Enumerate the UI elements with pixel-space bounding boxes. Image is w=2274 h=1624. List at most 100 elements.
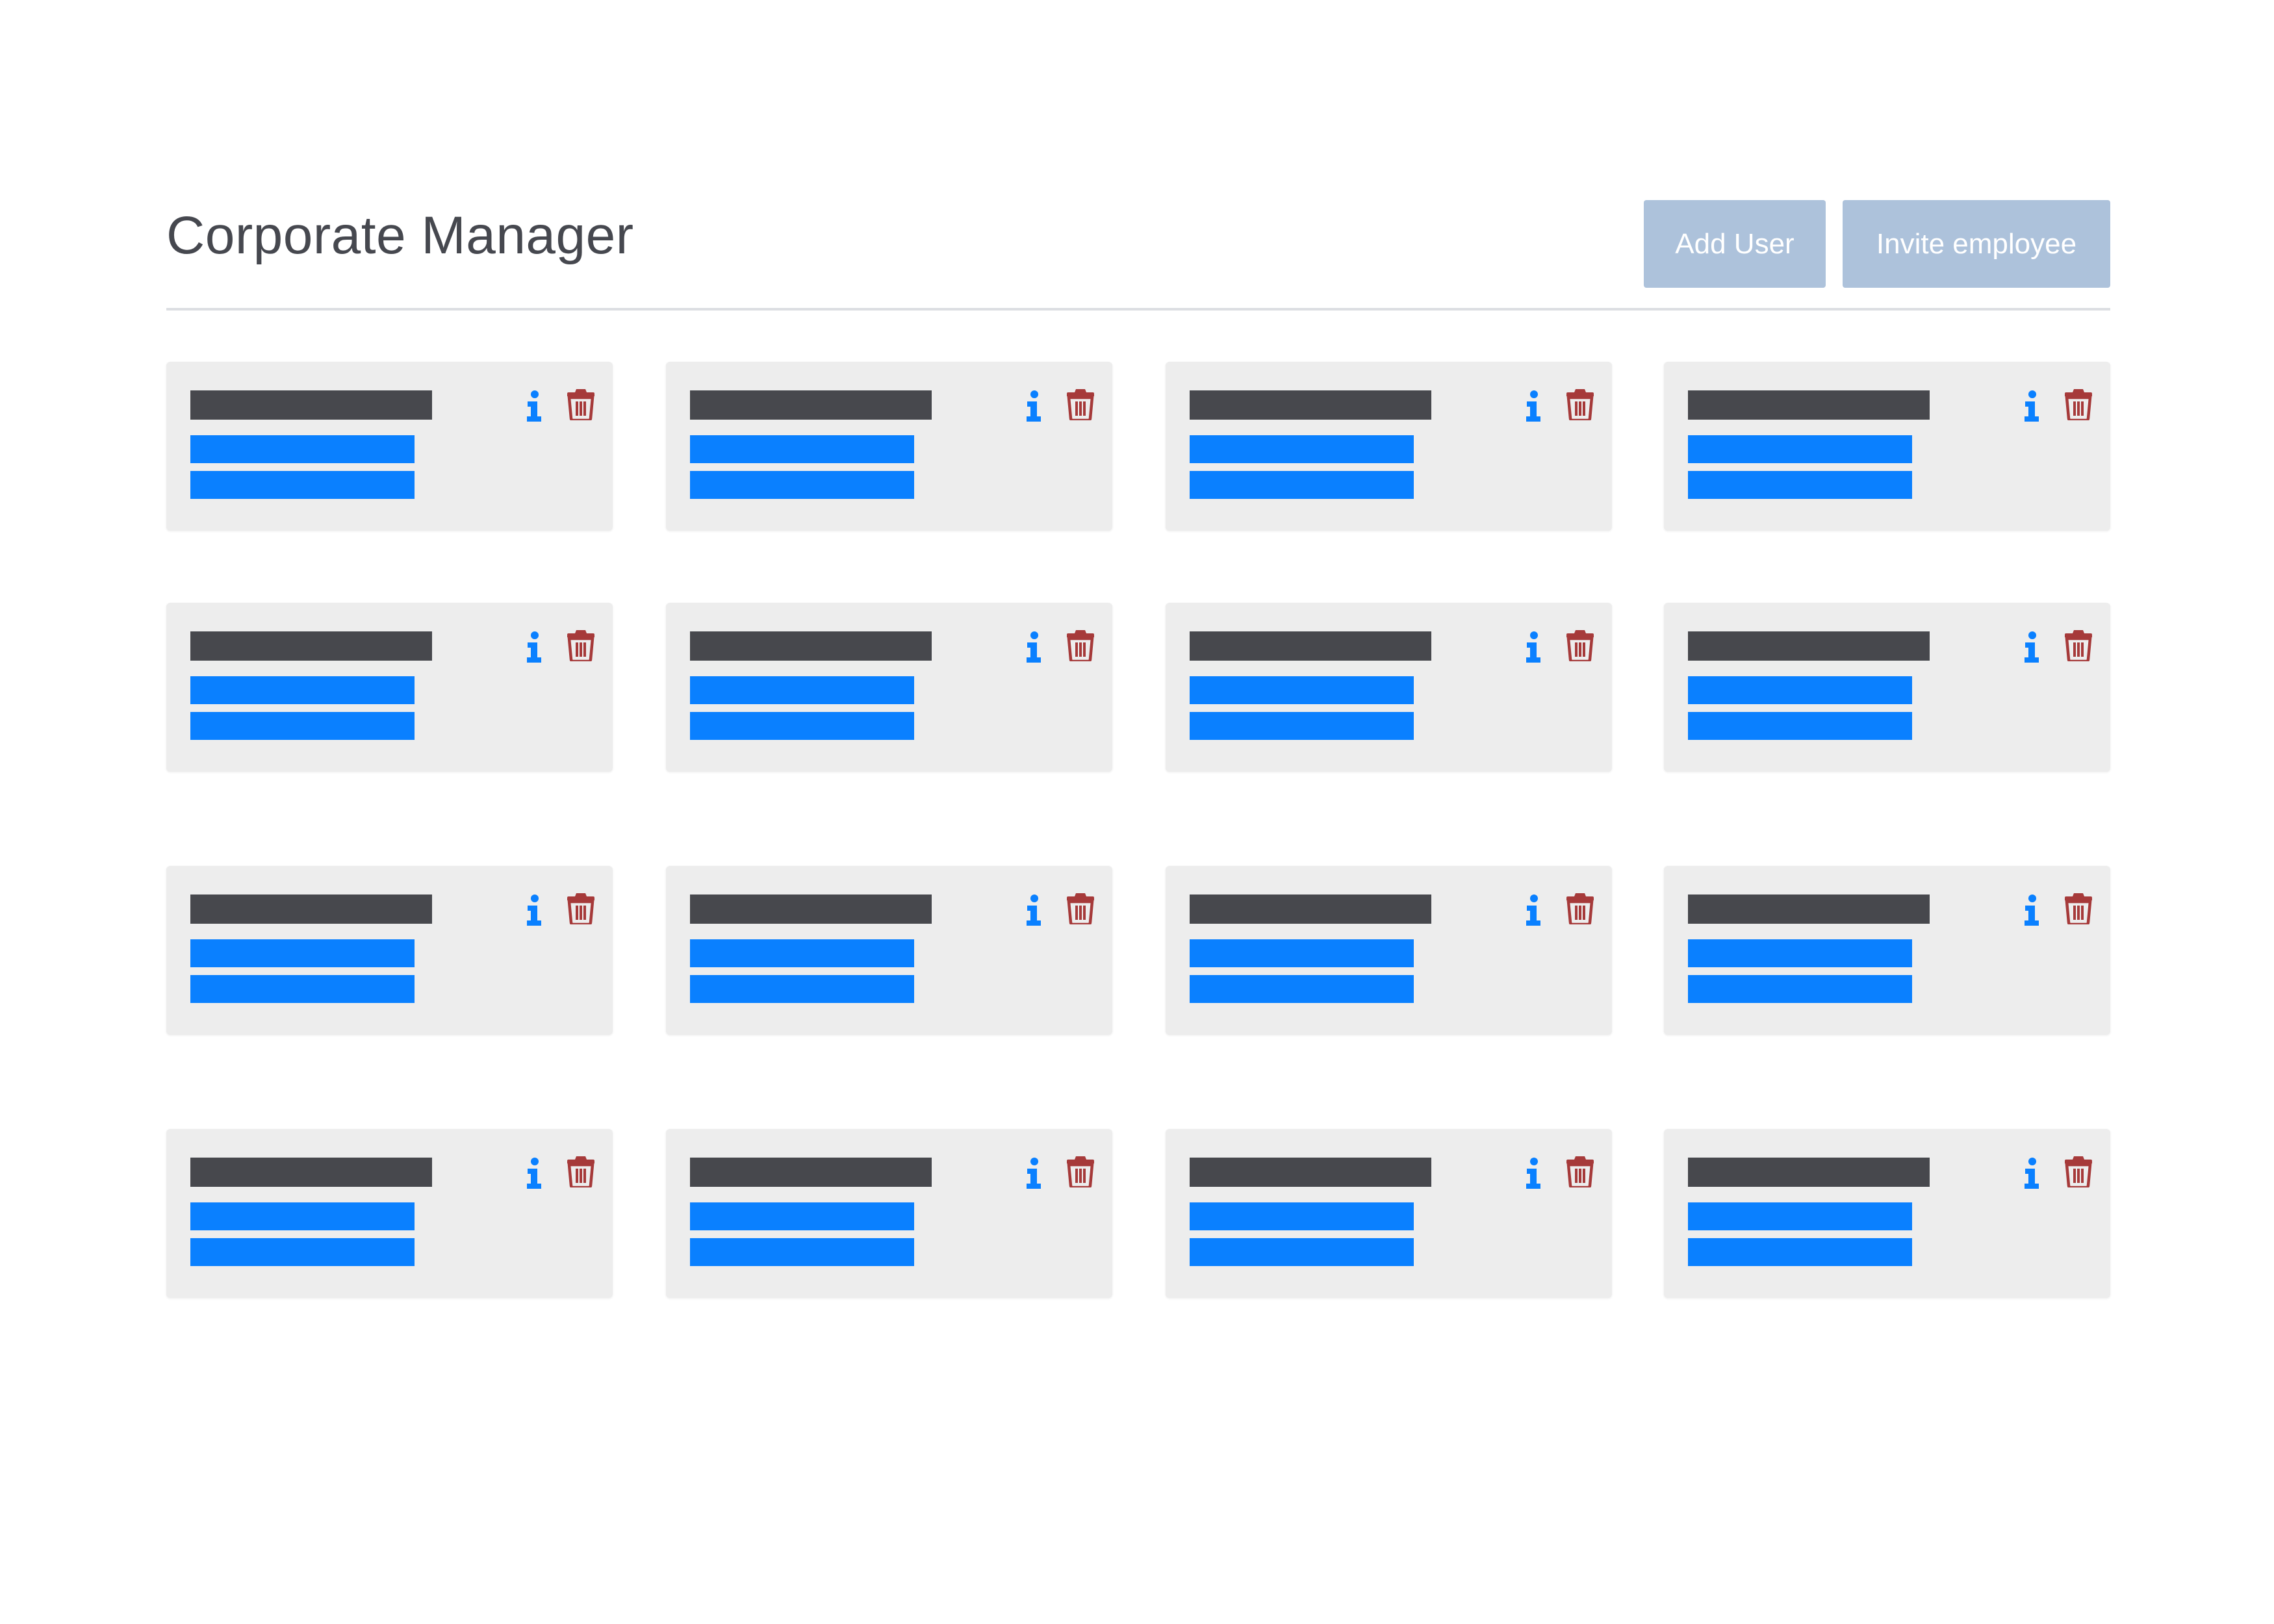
trash-icon[interactable]	[1066, 892, 1095, 926]
user-detail-placeholder	[1688, 471, 1912, 499]
user-name-placeholder	[190, 1158, 432, 1187]
user-detail-placeholder	[1688, 712, 1912, 740]
user-name-placeholder	[1688, 631, 1930, 661]
user-detail-placeholder	[1688, 435, 1912, 463]
card-row	[166, 603, 2110, 772]
user-name-placeholder	[190, 894, 432, 924]
trash-icon[interactable]	[2064, 629, 2093, 663]
info-icon[interactable]	[1525, 894, 1542, 926]
card-row	[166, 1129, 2110, 1298]
user-name-placeholder	[1190, 1158, 1431, 1187]
user-name-placeholder	[1688, 390, 1930, 420]
info-icon[interactable]	[1025, 390, 1042, 422]
user-name-placeholder	[690, 894, 932, 924]
card-row	[166, 866, 2110, 1035]
trash-icon[interactable]	[567, 1155, 595, 1189]
info-icon[interactable]	[1525, 390, 1542, 422]
info-icon[interactable]	[526, 894, 543, 926]
user-card[interactable]	[666, 603, 1112, 772]
user-detail-placeholder	[190, 712, 415, 740]
info-icon[interactable]	[526, 390, 543, 422]
user-name-placeholder	[1190, 631, 1431, 661]
trash-icon[interactable]	[1066, 629, 1095, 663]
info-icon[interactable]	[526, 1158, 543, 1189]
user-detail-placeholder	[690, 435, 914, 463]
user-name-placeholder	[1688, 894, 1930, 924]
user-name-placeholder	[1688, 1158, 1930, 1187]
user-detail-placeholder	[1190, 1238, 1414, 1266]
header-toolbar: Add User Invite employee	[1644, 200, 2110, 288]
user-card[interactable]	[166, 866, 613, 1035]
user-card[interactable]	[1664, 362, 2110, 531]
user-card[interactable]	[166, 603, 613, 772]
user-name-placeholder	[690, 631, 932, 661]
user-card[interactable]	[1664, 603, 2110, 772]
user-card[interactable]	[166, 1129, 613, 1298]
user-card[interactable]	[1166, 866, 1612, 1035]
info-icon[interactable]	[2023, 631, 2040, 663]
user-detail-placeholder	[690, 712, 914, 740]
info-icon[interactable]	[1025, 1158, 1042, 1189]
user-card[interactable]	[666, 1129, 1112, 1298]
user-detail-placeholder	[190, 939, 415, 967]
user-name-placeholder	[1190, 894, 1431, 924]
user-detail-placeholder	[690, 939, 914, 967]
info-icon[interactable]	[526, 631, 543, 663]
user-detail-placeholder	[1190, 471, 1414, 499]
user-card[interactable]	[666, 866, 1112, 1035]
user-detail-placeholder	[1190, 1202, 1414, 1230]
trash-icon[interactable]	[2064, 1155, 2093, 1189]
trash-icon[interactable]	[1566, 629, 1594, 663]
trash-icon[interactable]	[2064, 388, 2093, 422]
trash-icon[interactable]	[1066, 388, 1095, 422]
user-detail-placeholder	[1688, 1238, 1912, 1266]
trash-icon[interactable]	[567, 388, 595, 422]
user-detail-placeholder	[690, 676, 914, 704]
user-detail-placeholder	[190, 975, 415, 1003]
user-detail-placeholder	[1190, 435, 1414, 463]
user-detail-placeholder	[1190, 712, 1414, 740]
user-detail-placeholder	[1190, 975, 1414, 1003]
user-detail-placeholder	[1688, 975, 1912, 1003]
page-header: Corporate Manager Add User Invite employ…	[166, 195, 2110, 311]
add-user-button[interactable]: Add User	[1644, 200, 1826, 288]
user-detail-placeholder	[690, 1202, 914, 1230]
user-card[interactable]	[1664, 866, 2110, 1035]
info-icon[interactable]	[1025, 894, 1042, 926]
user-card[interactable]	[1166, 362, 1612, 531]
info-icon[interactable]	[1525, 1158, 1542, 1189]
info-icon[interactable]	[2023, 894, 2040, 926]
info-icon[interactable]	[1025, 631, 1042, 663]
user-card[interactable]	[1166, 1129, 1612, 1298]
user-detail-placeholder	[690, 471, 914, 499]
user-card[interactable]	[666, 362, 1112, 531]
page-title: Corporate Manager	[166, 206, 634, 265]
trash-icon[interactable]	[2064, 892, 2093, 926]
user-card[interactable]	[1664, 1129, 2110, 1298]
user-name-placeholder	[190, 390, 432, 420]
trash-icon[interactable]	[567, 892, 595, 926]
invite-employee-button[interactable]: Invite employee	[1843, 200, 2110, 288]
trash-icon[interactable]	[1566, 892, 1594, 926]
user-detail-placeholder	[190, 471, 415, 499]
info-icon[interactable]	[2023, 1158, 2040, 1189]
user-name-placeholder	[690, 1158, 932, 1187]
user-detail-placeholder	[1688, 676, 1912, 704]
info-icon[interactable]	[1525, 631, 1542, 663]
user-card[interactable]	[166, 362, 613, 531]
user-name-placeholder	[190, 631, 432, 661]
user-detail-placeholder	[690, 975, 914, 1003]
user-detail-placeholder	[190, 435, 415, 463]
user-detail-placeholder	[190, 676, 415, 704]
user-detail-placeholder	[1190, 676, 1414, 704]
user-detail-placeholder	[690, 1238, 914, 1266]
trash-icon[interactable]	[1566, 388, 1594, 422]
user-card[interactable]	[1166, 603, 1612, 772]
trash-icon[interactable]	[1566, 1155, 1594, 1189]
info-icon[interactable]	[2023, 390, 2040, 422]
user-detail-placeholder	[1190, 939, 1414, 967]
trash-icon[interactable]	[567, 629, 595, 663]
trash-icon[interactable]	[1066, 1155, 1095, 1189]
user-name-placeholder	[690, 390, 932, 420]
